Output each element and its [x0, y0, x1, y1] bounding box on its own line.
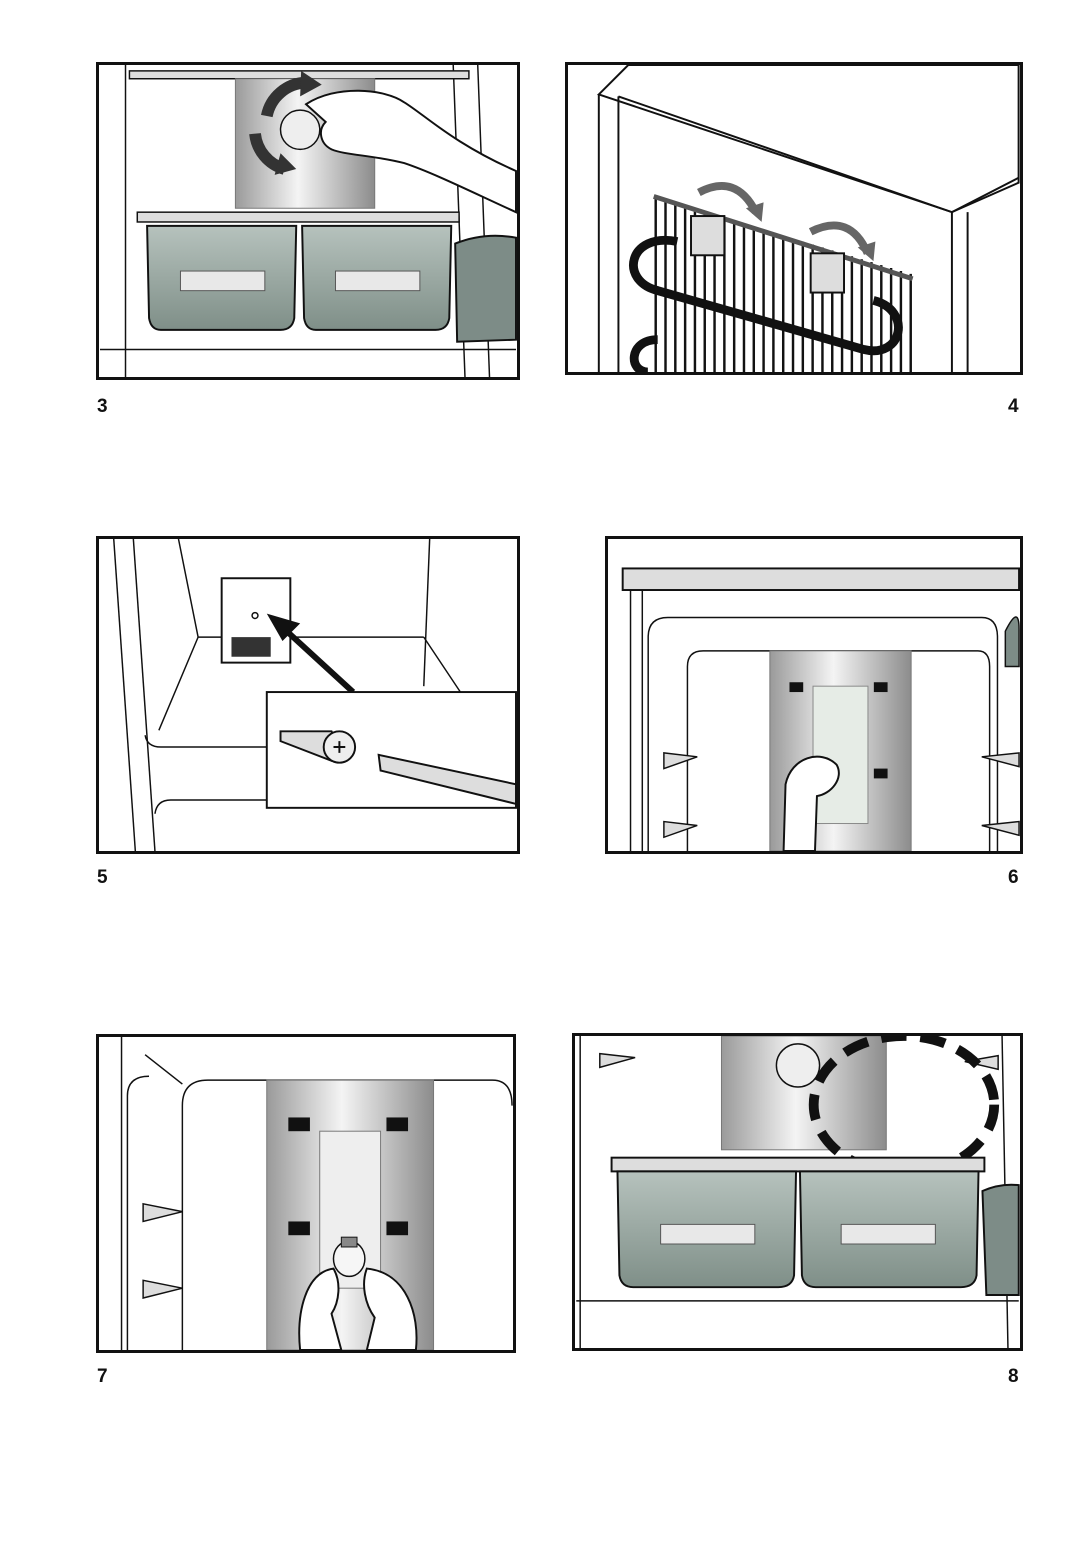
- bulb-replacement-drawing: [120, 1037, 513, 1350]
- fridge-interior-knob-drawing: [100, 65, 517, 377]
- figure-number-4: 4: [1008, 396, 1019, 417]
- figure-5-illustration: [96, 536, 520, 854]
- lamp-cover-screw-drawing: [113, 539, 517, 851]
- figure-number-8: 8: [1008, 1366, 1019, 1387]
- figure-number-3: 3: [97, 396, 108, 417]
- condenser-rear-drawing: [596, 65, 1020, 372]
- figure-3-illustration: [96, 62, 520, 380]
- figure-4-illustration: [565, 62, 1023, 375]
- figure-8-illustration: [572, 1033, 1023, 1351]
- figure-number-5: 5: [97, 867, 108, 888]
- knob-highlight-drawing: [576, 1036, 1020, 1348]
- figure-number-6: 6: [1008, 867, 1019, 888]
- figure-number-7: 7: [97, 1366, 108, 1387]
- lamp-cover-removal-drawing: [621, 567, 1020, 851]
- figure-7-illustration: [96, 1034, 516, 1353]
- figure-6-illustration: [605, 536, 1023, 854]
